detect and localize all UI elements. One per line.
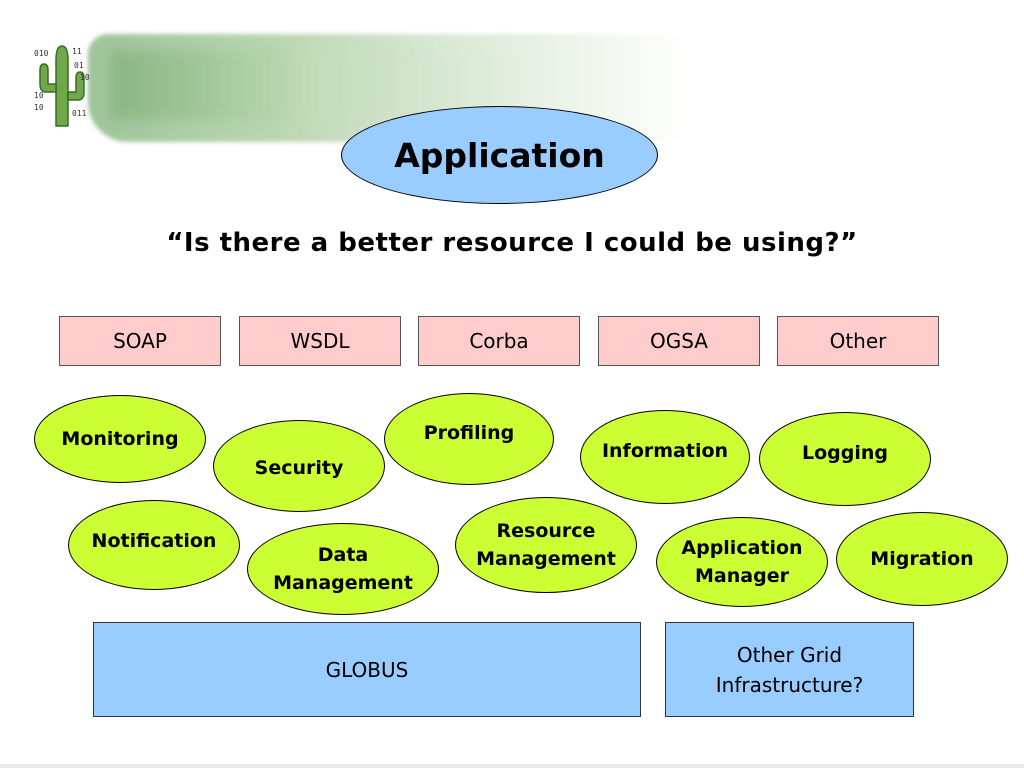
service-resource-management: Resource Management [455,497,637,593]
service-data-management: Data Management [247,523,439,615]
service-label: Monitoring [61,427,179,450]
protocol-label: Corba [469,329,529,353]
protocol-box-other: Other [777,316,939,366]
service-migration: Migration [836,512,1008,606]
other-grid-box: Other Grid Infrastructure? [665,622,914,717]
service-label-line: Resource [496,519,596,542]
protocol-label: WSDL [290,329,350,353]
application-label: Application [394,135,605,175]
logo-digit: 10 [34,103,44,112]
question-text: “Is there a better resource I could be u… [166,228,858,258]
service-label: Data Management [273,541,413,598]
cactus-logo-icon: 010 11 01 10 10 10 011 [34,45,90,127]
service-profiling: Profiling [384,393,554,485]
service-notification: Notification [68,500,240,590]
service-label-line: Data [317,543,369,566]
protocol-label: OGSA [650,329,708,353]
service-label: Migration [870,547,974,570]
logo-digit: 01 [74,61,84,70]
service-label-line: Application [681,536,803,559]
service-label-line: Management [476,548,616,570]
application-node: Application [341,106,658,204]
service-monitoring: Monitoring [34,395,206,483]
logo-digit: 11 [72,47,82,56]
service-label: Profiling [423,421,515,444]
footer-divider [0,764,1024,768]
globus-label: GLOBUS [325,657,409,682]
service-application-manager: Application Manager [656,517,828,607]
protocol-label: SOAP [113,329,167,353]
protocol-box-ogsa: OGSA [598,316,760,366]
logo-digit: 010 [34,49,49,58]
other-grid-label: Other Grid Infrastructure? [716,640,863,700]
globus-box: GLOBUS [93,622,641,717]
service-label: Information [601,439,729,462]
logo-digit: 10 [34,91,44,100]
protocol-box-soap: SOAP [59,316,221,366]
logo-digit: 10 [80,73,90,82]
service-label: Application Manager [681,534,802,591]
protocol-box-wsdl: WSDL [239,316,401,366]
logo-digit: 011 [72,109,87,118]
service-information: Information [580,410,750,504]
service-label-line: Management [273,572,413,594]
other-grid-label-line: Other Grid [736,642,843,667]
other-grid-label-line: Infrastructure? [715,672,864,697]
service-label: Resource Management [476,517,616,574]
protocol-box-corba: Corba [418,316,580,366]
service-label: Notification [91,529,217,552]
service-logging: Logging [759,412,931,506]
protocol-label: Other [829,329,887,353]
service-label: Logging [801,441,888,464]
service-security: Security [213,420,385,512]
service-label-line: Manager [695,565,789,587]
service-label: Security [254,456,344,479]
